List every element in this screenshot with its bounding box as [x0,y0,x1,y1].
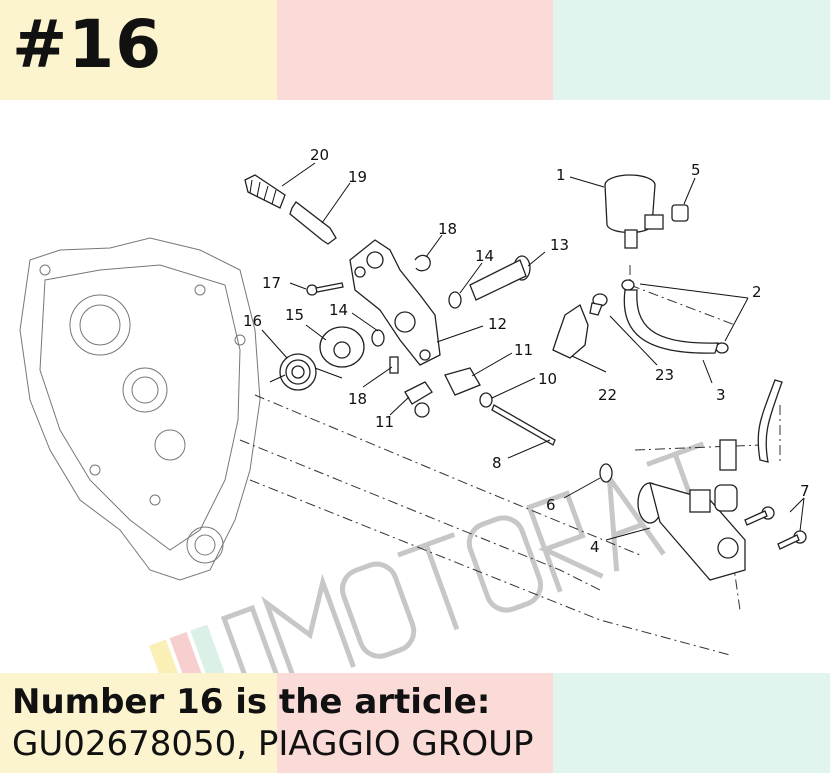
page-title: #16 [12,6,163,83]
part-15-washer [319,326,365,368]
callout-5: 5 [691,161,701,179]
callout-1: 1 [556,166,566,184]
exploded-parts-diagram: 20 19 18 17 14 13 1 5 2 14 15 16 12 11 1… [19,146,810,673]
part-5-bolt [671,204,689,222]
callout-22: 22 [598,386,617,404]
part-14-oring-lower [371,329,385,347]
callout-16: 16 [243,312,262,330]
article-caption: Number 16 is the article: [12,682,491,722]
leader-lines [261,162,805,541]
part-9-nut [479,392,493,408]
callout-23: 23 [655,366,674,384]
part-10-fork-end [444,367,481,396]
callout-21: 20 [310,146,329,164]
band-yellow [0,673,277,773]
part-12-clutch-lever [349,239,441,366]
callout-14-lower: 14 [329,301,348,319]
callout-10: 11 [514,341,533,359]
callout-19: 18 [438,220,457,238]
header-color-band [0,0,830,100]
callout-14-upper: 14 [475,247,494,265]
part-17-screw [306,282,344,296]
callout-3: 3 [716,386,726,404]
crankcase-ghost [19,237,261,581]
band-pink [276,673,554,773]
banjo-bolt [719,439,737,471]
part-18-grub-screw [389,356,399,374]
callout-15: 15 [285,306,304,324]
part-11-pin [404,381,433,418]
callout-labels: 20 19 18 17 14 13 1 5 2 14 15 16 12 11 1… [243,146,810,556]
part-7-bolts [744,506,807,550]
callout-17: 17 [262,274,281,292]
part-2-hose-clip-upper [621,279,635,291]
part-3-hose [623,289,719,354]
band-mint [553,673,830,773]
band-yellow [0,0,277,100]
footer-color-band [0,673,830,773]
callout-2: 2 [752,283,762,301]
part-22-hose-clamp [552,304,589,359]
callout-11: 11 [375,413,394,431]
callout-9: 10 [538,370,557,388]
band-mint [553,0,830,100]
part-8-pushrod [491,404,556,446]
band-pink [276,0,554,100]
part-4-slave-cylinder [637,482,746,581]
callout-13: 13 [550,236,569,254]
callout-6: 6 [546,496,556,514]
callout-20: 19 [348,168,367,186]
part-16-spring [269,353,343,391]
part-19-clip [414,254,431,272]
article-code-brand: GU02678050, PIAGGIO GROUP [12,724,534,764]
part-14-oring-upper [448,291,462,309]
watermark-logo [148,441,709,673]
callout-7: 7 [800,482,810,500]
part-1-fluid-reservoir [604,174,664,249]
callout-12: 12 [488,315,507,333]
brake-line-pipe [757,379,783,463]
part-13-lever-shaft [469,255,531,301]
callout-4: 4 [590,538,600,556]
callout-8: 8 [492,454,502,472]
part-23-screw [589,293,608,316]
callout-18: 18 [348,390,367,408]
part-20-pushrod-pin [289,201,337,245]
part-21-dust-boot [244,174,286,209]
part-6-circlip [599,463,613,483]
